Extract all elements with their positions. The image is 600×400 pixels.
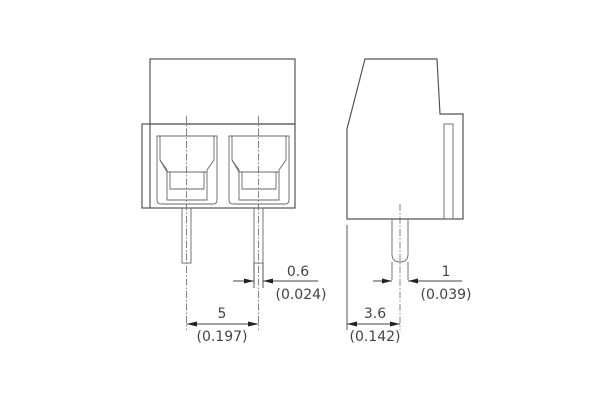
side-housing-outline (346, 58, 464, 220)
pin-width-alt-value: (0.024) (275, 287, 326, 303)
dimension-pitch: 5 (0.197) (186, 306, 259, 345)
dimension-pin-width: 0.6 (0.024) (233, 264, 327, 303)
pitch-alt-value: (0.197) (196, 329, 247, 345)
pin-offset-value: 3.6 (364, 306, 386, 322)
front-upper-housing (149, 58, 296, 125)
side-slot (443, 123, 454, 220)
dimension-pin-offset: 3.6 (0.142) (347, 306, 401, 345)
front-lower-body (141, 123, 296, 209)
side-pin (391, 219, 409, 263)
pin-offset-alt-value: (0.142) (349, 329, 400, 345)
side-view (346, 58, 464, 330)
pin-width-value: 0.6 (287, 264, 309, 280)
side-pin-width-alt-value: (0.039) (420, 287, 471, 303)
pitch-value: 5 (218, 306, 227, 322)
clamp-cavity-right (228, 135, 290, 205)
side-pin-width-value: 1 (442, 264, 451, 280)
clamp-cavity-left (156, 135, 218, 205)
dimension-side-pin-width: 1 (0.039) (373, 264, 472, 303)
front-view (141, 58, 296, 330)
